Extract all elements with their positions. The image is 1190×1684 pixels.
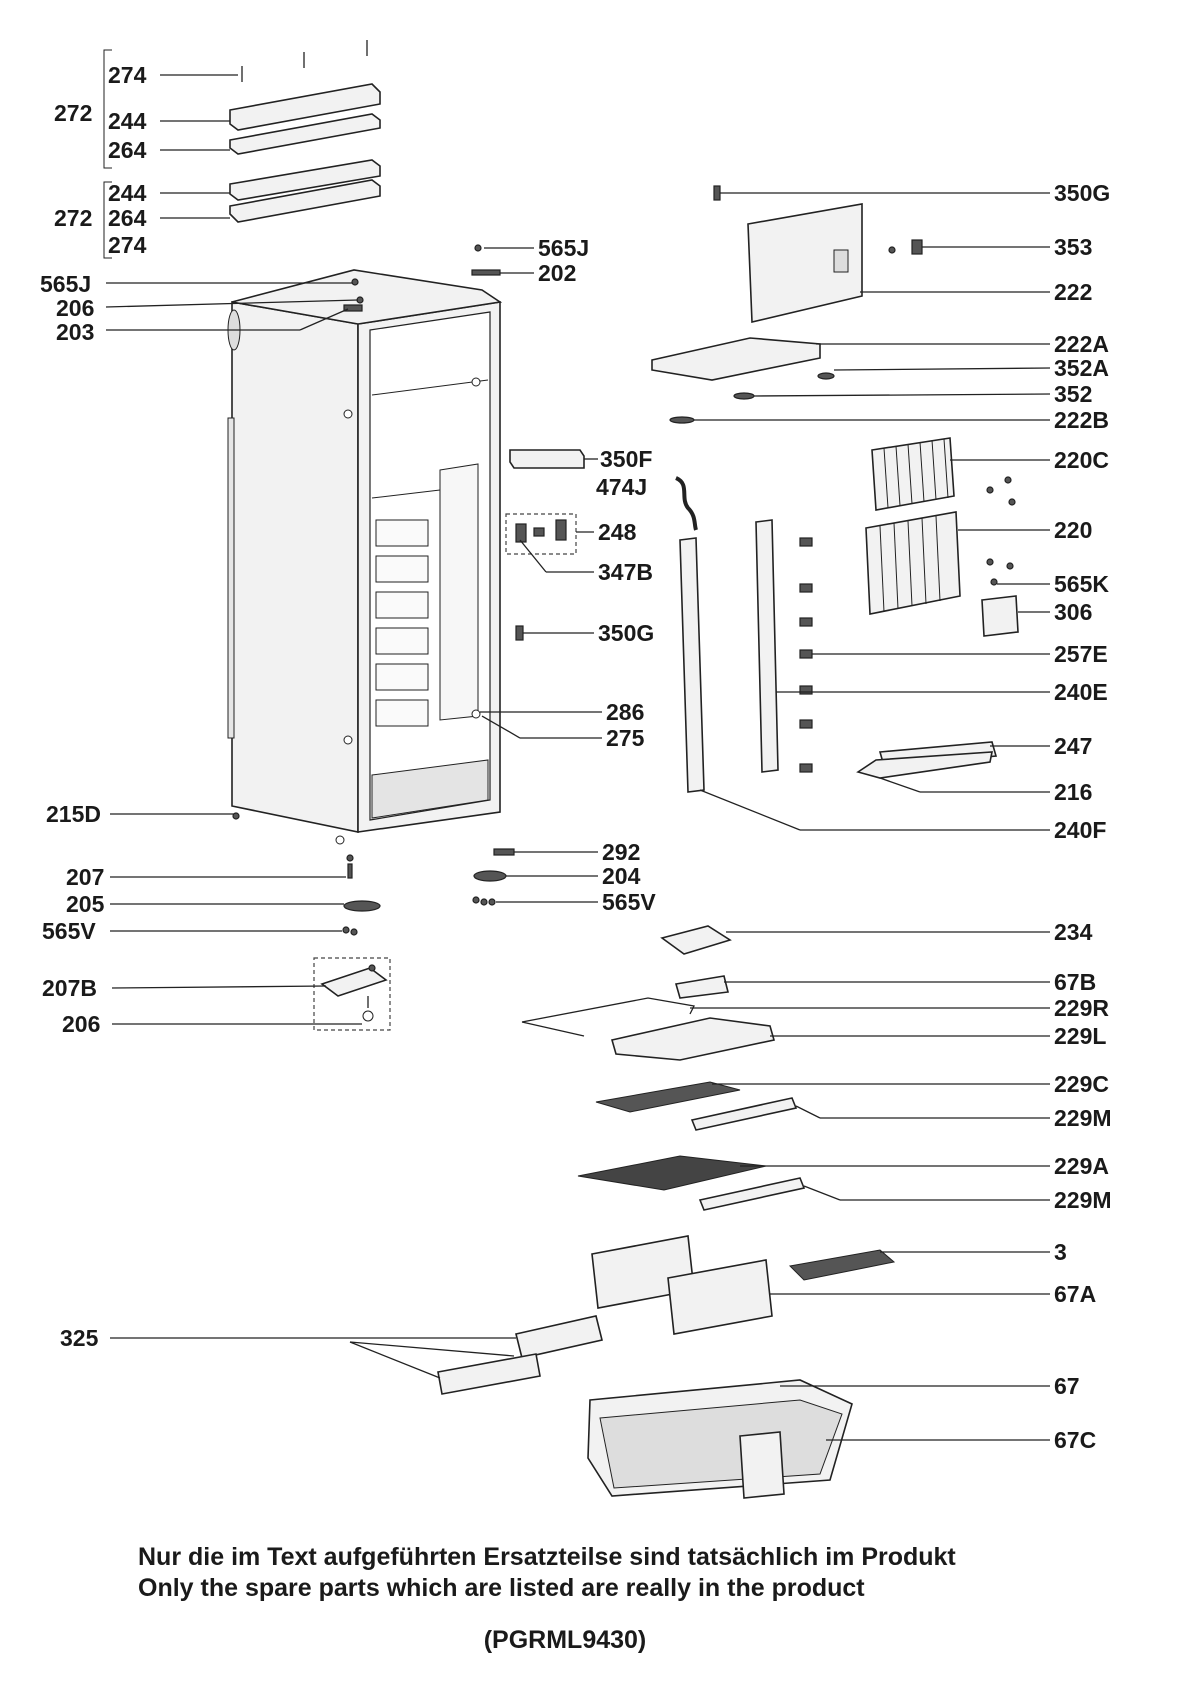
part-number-labels: 274 272 244 264 244 272 264 274 565J 206… (40, 62, 1112, 1453)
label-306: 306 (1054, 599, 1092, 625)
label-215d: 215D (46, 801, 101, 827)
label-229l: 229L (1054, 1023, 1106, 1049)
label-206: 206 (62, 1011, 100, 1037)
label-234: 234 (1054, 919, 1093, 945)
label-565j: 565J (40, 271, 91, 297)
label-244: 244 (108, 180, 147, 206)
label-229m: 229M (1054, 1105, 1112, 1131)
freezer-door-parts (651, 185, 1051, 424)
refrigerator-cabinet (227, 244, 503, 833)
label-220c: 220C (1054, 447, 1109, 473)
label-286: 286 (606, 699, 644, 725)
label-257e: 257E (1054, 641, 1108, 667)
label-240e: 240E (1054, 679, 1108, 705)
left-bottom-parts (110, 835, 391, 1031)
label-229m: 229M (1054, 1187, 1112, 1213)
label-216: 216 (1054, 779, 1092, 805)
label-3: 3 (1054, 1239, 1067, 1265)
label-352a: 352A (1054, 355, 1109, 381)
label-202: 202 (538, 260, 576, 286)
label-325: 325 (60, 1325, 99, 1351)
label-272: 272 (54, 205, 92, 231)
label-565k: 565K (1054, 571, 1109, 597)
door-trim-assembly (103, 40, 381, 259)
label-347b: 347B (598, 559, 653, 585)
label-247: 247 (1054, 733, 1092, 759)
label-292: 292 (602, 839, 640, 865)
label-275: 275 (606, 725, 645, 751)
label-206: 206 (56, 295, 94, 321)
label-222a: 222A (1054, 331, 1109, 357)
evaporator-and-rails (679, 437, 1050, 831)
label-565j: 565J (538, 235, 589, 261)
label-565v: 565V (42, 918, 96, 944)
label-248: 248 (598, 519, 637, 545)
label-67a: 67A (1054, 1281, 1096, 1307)
label-474j: 474J (596, 474, 647, 500)
middle-small-parts (472, 449, 698, 906)
label-272: 272 (54, 100, 92, 126)
label-220: 220 (1054, 517, 1092, 543)
label-204: 204 (602, 863, 641, 889)
label-352: 352 (1054, 381, 1092, 407)
label-229c: 229C (1054, 1071, 1109, 1097)
label-67b: 67B (1054, 969, 1096, 995)
label-240f: 240F (1054, 817, 1106, 843)
label-229r: 229R (1054, 995, 1109, 1021)
label-67c: 67C (1054, 1427, 1096, 1453)
label-67: 67 (1054, 1373, 1080, 1399)
label-264: 264 (108, 205, 147, 231)
label-205: 205 (66, 891, 105, 917)
label-264: 264 (108, 137, 147, 163)
label-274: 274 (108, 232, 147, 258)
label-353: 353 (1054, 234, 1092, 260)
label-222: 222 (1054, 279, 1092, 305)
note-english: Only the spare parts which are listed ar… (138, 1574, 865, 1602)
shelves-and-drawers (110, 925, 1050, 1499)
label-350f: 350F (600, 446, 652, 472)
model-number: (PGRML9430) (483, 1626, 647, 1654)
label-565v: 565V (602, 889, 656, 915)
label-207b: 207B (42, 975, 97, 1001)
label-203: 203 (56, 319, 94, 345)
label-207: 207 (66, 864, 104, 890)
label-350g: 350G (1054, 180, 1110, 206)
label-222b: 222B (1054, 407, 1109, 433)
label-350g: 350G (598, 620, 654, 646)
label-274: 274 (108, 62, 147, 88)
label-229a: 229A (1054, 1153, 1109, 1179)
note-german: Nur die im Text aufgeführten Ersatzteils… (138, 1543, 956, 1571)
label-244: 244 (108, 108, 147, 134)
